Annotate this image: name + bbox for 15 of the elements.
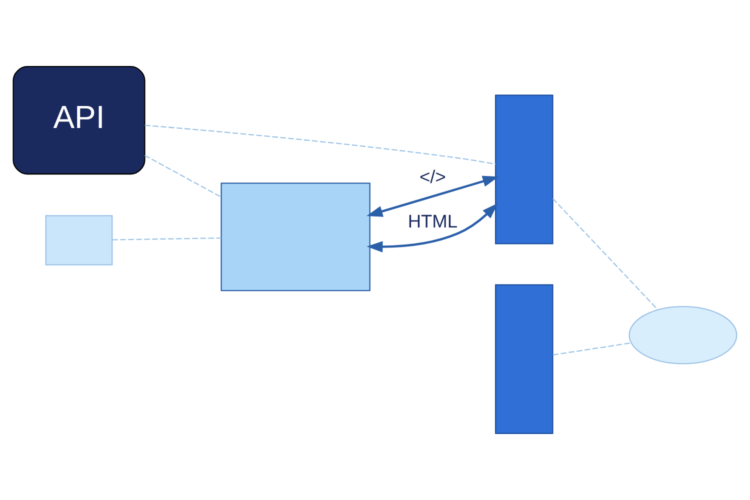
edge-label: </> [420, 166, 446, 187]
connector [144, 154, 222, 198]
connector [552, 198, 658, 310]
node-cloud [628, 306, 738, 364]
node-box [495, 94, 554, 244]
node-box [220, 182, 370, 292]
connector [552, 342, 632, 356]
arrow [366, 176, 499, 217]
connector [144, 124, 496, 165]
connector [112, 237, 222, 240]
node-box [45, 215, 113, 266]
node-box: API [12, 66, 146, 175]
arrow [366, 203, 498, 252]
edge-label: HTML [408, 210, 458, 232]
node-box [495, 284, 554, 434]
